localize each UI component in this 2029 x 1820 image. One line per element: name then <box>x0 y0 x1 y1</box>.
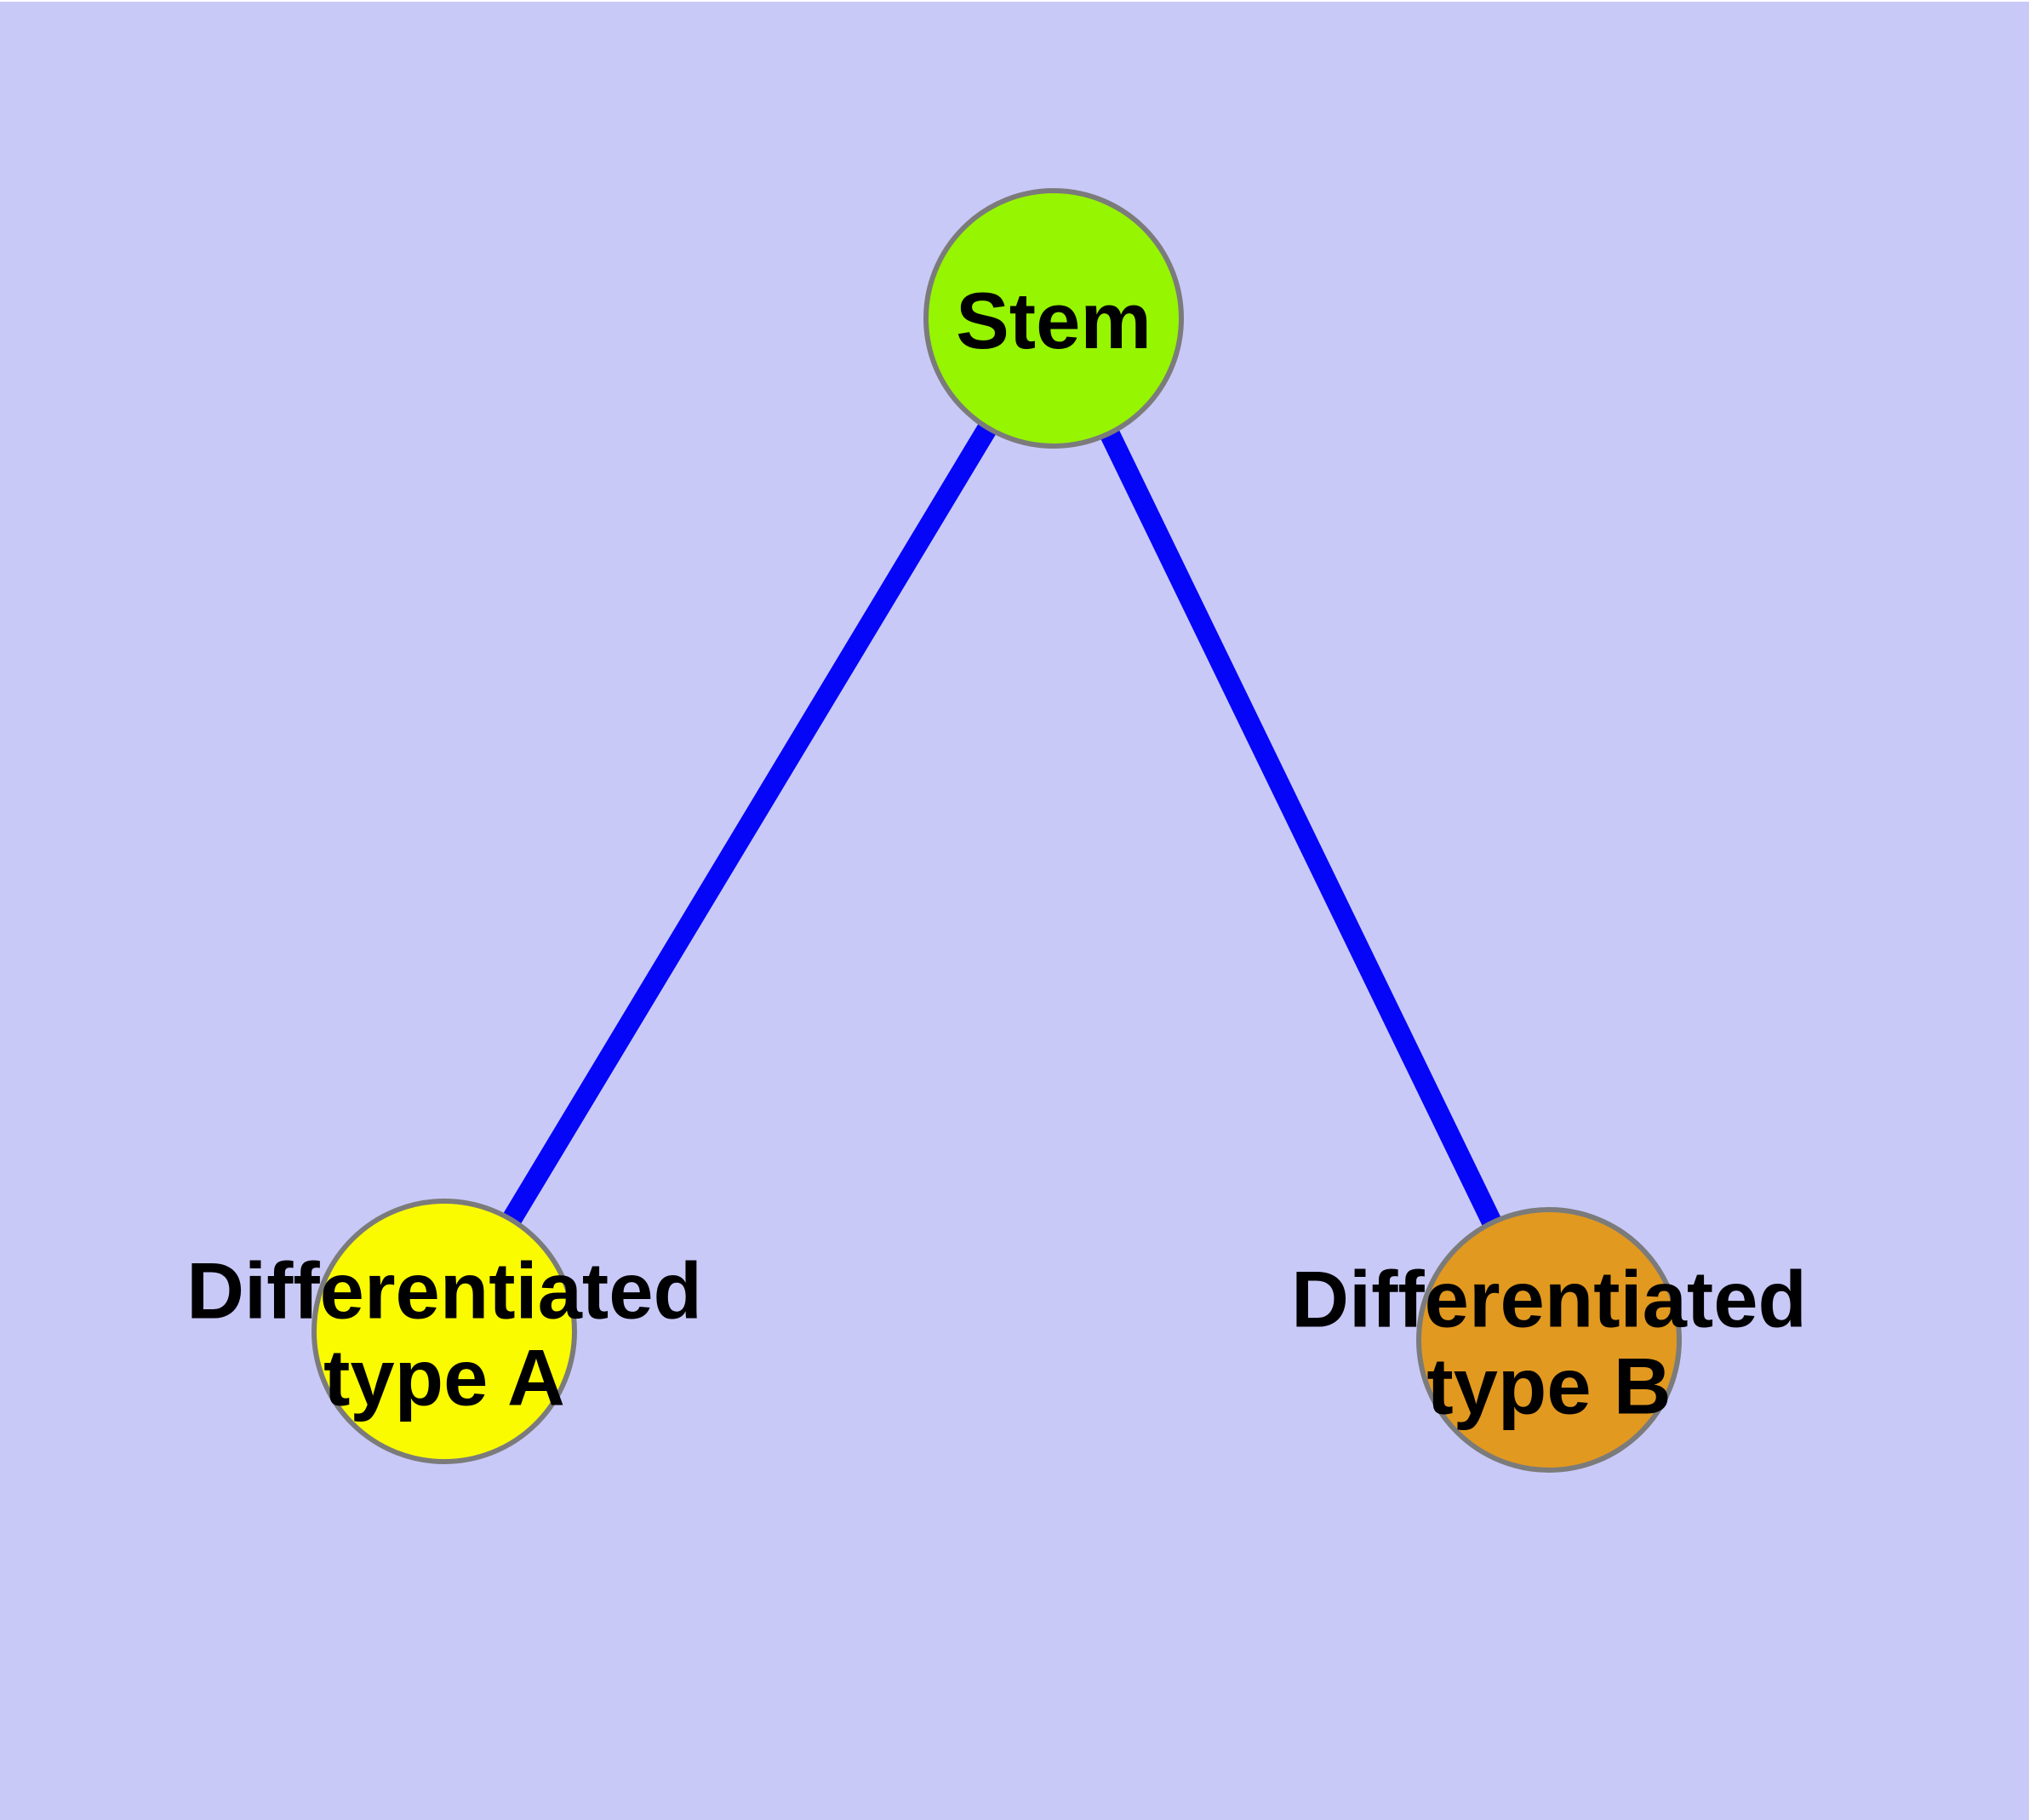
edge-stem-to-type-b <box>1044 313 1558 1345</box>
node-stem-label: Stem <box>956 276 1152 366</box>
node-type-a-circle <box>311 1199 577 1464</box>
node-type-b-circle <box>1416 1207 1682 1473</box>
node-type-b-label: Differentiated type B <box>1291 1254 1807 1430</box>
node-type-a-label: Differentiated type A <box>186 1245 702 1422</box>
node-stem-circle <box>923 188 1184 449</box>
top-edge-strip <box>0 0 2029 2</box>
edge-stem-to-type-a <box>435 312 1063 1337</box>
